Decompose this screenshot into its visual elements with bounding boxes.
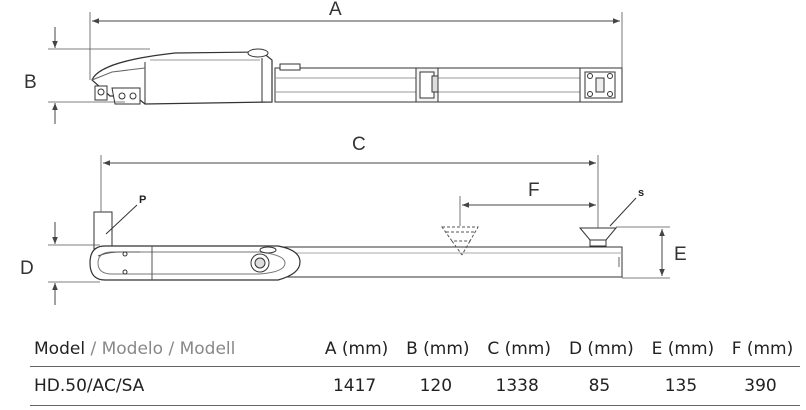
- label-p: P: [139, 194, 146, 206]
- stop-s-solid: [578, 227, 618, 247]
- model-header-sep-1: /: [85, 339, 102, 359]
- model-header-en: Model: [34, 339, 86, 359]
- label-c: C: [352, 134, 366, 155]
- top-view-operator: [91, 48, 623, 105]
- label-s: s: [638, 187, 644, 199]
- label-a: A: [329, 0, 342, 20]
- column-header-d: D (mm): [557, 332, 641, 367]
- label-f: F: [528, 180, 540, 201]
- model-header-sep-2: /: [163, 339, 180, 359]
- table-row: HD.50/AC/SA 1417 120 1338 85 135 390: [30, 366, 800, 406]
- dimension-c: [100, 155, 599, 228]
- dimension-b: [48, 27, 150, 124]
- leader-p: [105, 204, 138, 235]
- dimension-a: [89, 12, 623, 80]
- side-view-operator: [89, 211, 623, 281]
- column-header-c: C (mm): [476, 332, 558, 367]
- label-d: D: [20, 258, 34, 279]
- column-header-e: E (mm): [640, 332, 721, 367]
- label-e: E: [674, 244, 687, 265]
- value-b-cell: 120: [395, 366, 477, 406]
- model-column-header: Model / Modelo / Modell: [30, 332, 314, 367]
- model-cell: HD.50/AC/SA: [30, 366, 314, 406]
- dimension-f: [459, 196, 596, 226]
- column-header-b: B (mm): [395, 332, 477, 367]
- model-header-es: Modelo: [101, 339, 164, 359]
- dimension-d: [48, 222, 100, 305]
- leader-s: [609, 197, 637, 227]
- value-d-cell: 85: [557, 366, 641, 406]
- dimension-e: [616, 226, 670, 279]
- table-header-row: Model / Modelo / Modell A (mm) B (mm) C …: [30, 332, 800, 367]
- value-e-cell: 135: [640, 366, 721, 406]
- value-f-cell: 390: [720, 366, 800, 406]
- value-a-cell: 1417: [314, 366, 396, 406]
- model-header-de: Modell: [179, 339, 236, 359]
- value-c-cell: 1338: [476, 366, 558, 406]
- dimensions-table: Model / Modelo / Modell A (mm) B (mm) C …: [30, 332, 800, 406]
- column-header-a: A (mm): [314, 332, 396, 367]
- stop-s-dashed: [441, 226, 479, 256]
- column-header-f: F (mm): [720, 332, 800, 367]
- label-b: B: [24, 72, 37, 93]
- technical-drawing: A B P s: [20, 0, 687, 305]
